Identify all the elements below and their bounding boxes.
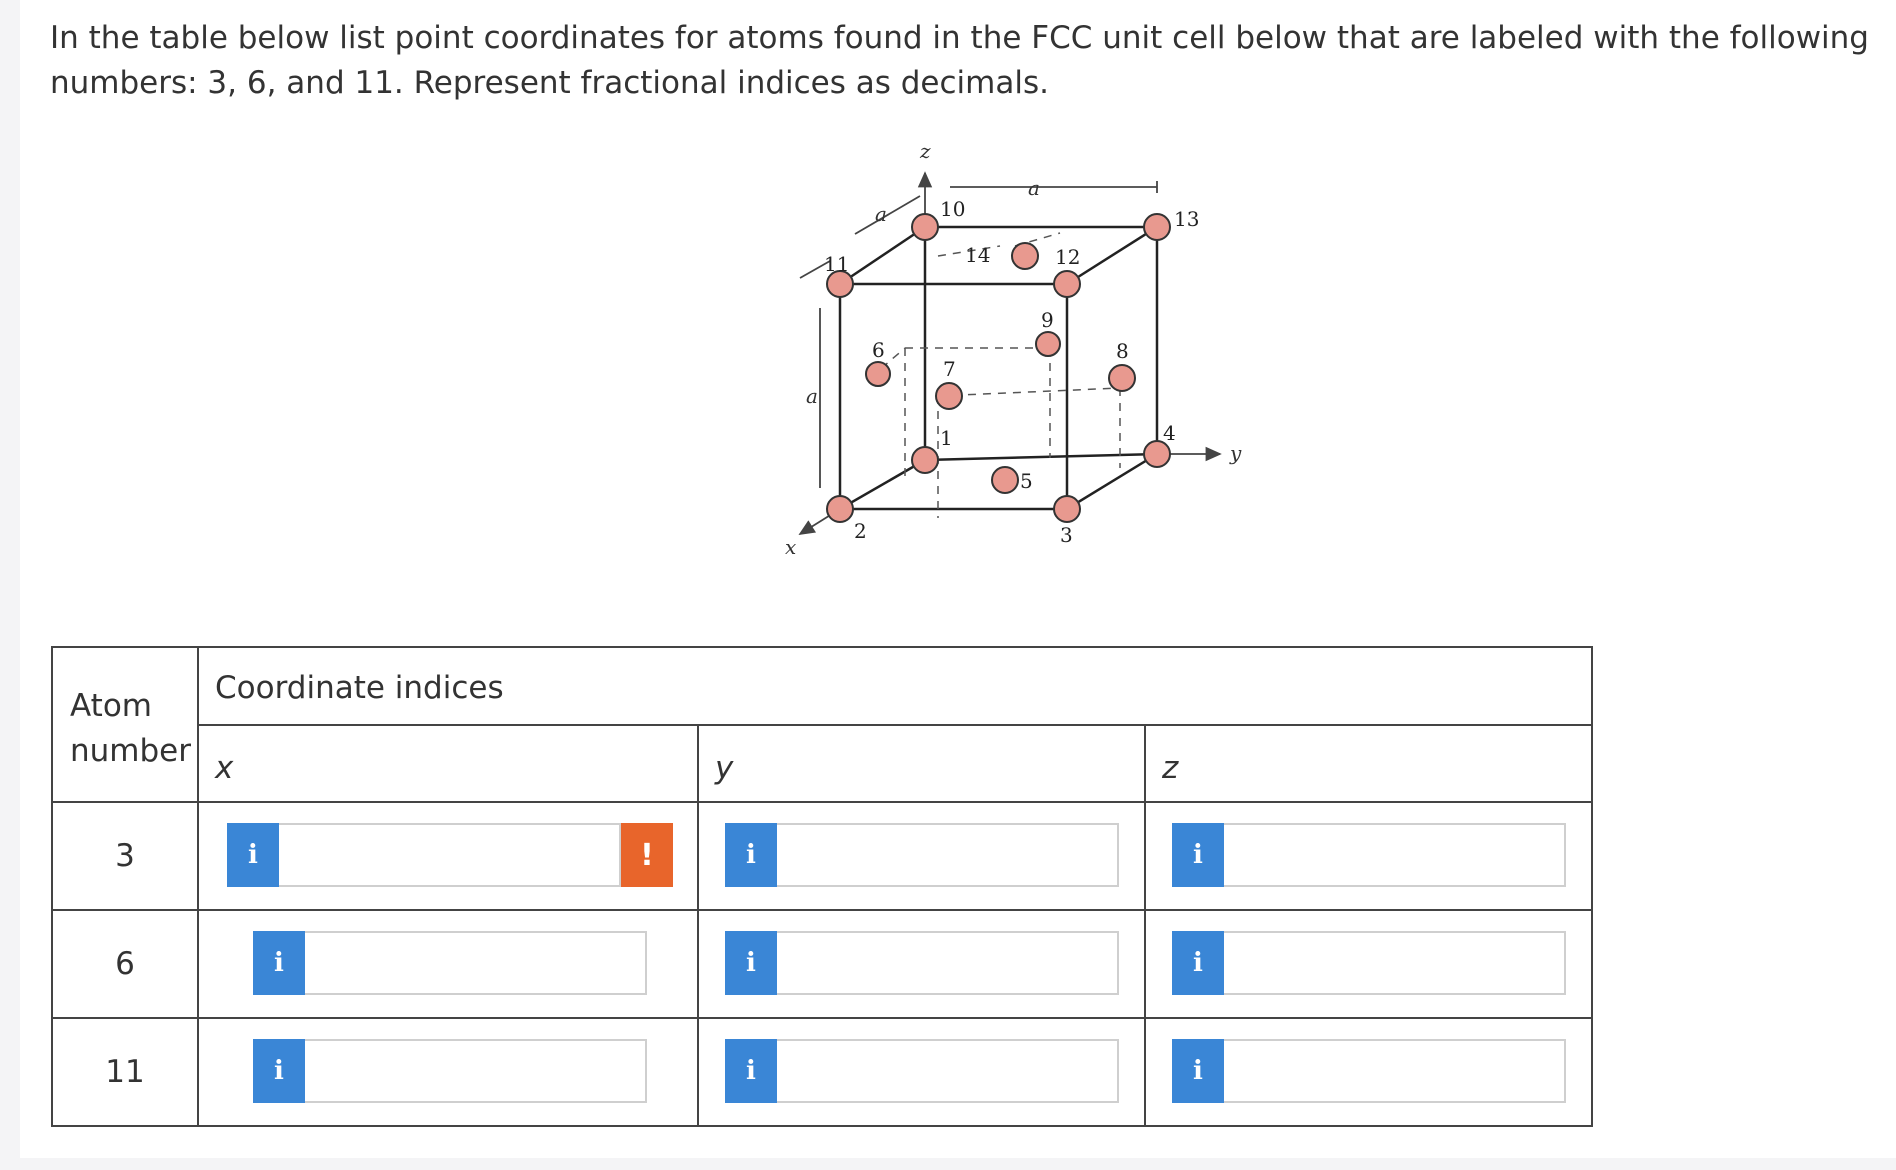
atom-circle xyxy=(991,466,1019,494)
y-axis-label: y xyxy=(1229,441,1242,465)
atom-label-1: 1 xyxy=(940,426,953,450)
info-button[interactable]: i xyxy=(1172,823,1224,887)
x-axis-label: x xyxy=(785,535,796,559)
atom-circle xyxy=(1053,495,1081,523)
atom-circle xyxy=(1143,213,1171,241)
info-button[interactable]: i xyxy=(725,931,777,995)
atom-circle xyxy=(1011,242,1039,270)
z-coordinate-input[interactable] xyxy=(1224,1039,1566,1103)
info-icon: i xyxy=(746,1056,756,1086)
info-icon: i xyxy=(274,948,284,978)
atom-circle xyxy=(1108,364,1136,392)
edge-label-top: a xyxy=(1028,176,1040,200)
z-cell: i xyxy=(1144,1017,1593,1127)
atom-circle xyxy=(1053,270,1081,298)
info-icon: i xyxy=(274,1056,284,1086)
fcc-unit-cell-diagram: 1 2 3 4 5 6 7 8 9 10 11 12 13 14 z y x a… xyxy=(785,139,1242,559)
atom-label-9: 9 xyxy=(1041,308,1054,332)
atom-label-13: 13 xyxy=(1174,207,1199,231)
atom-label-4: 4 xyxy=(1163,421,1176,445)
atom-number-cell: 11 xyxy=(51,1017,199,1127)
z-cell: i xyxy=(1144,909,1593,1019)
atom-label-7: 7 xyxy=(943,357,956,381)
atom-circle xyxy=(911,213,939,241)
z-axis-label: z xyxy=(919,139,931,163)
atom-circle xyxy=(935,382,963,410)
y-coordinate-input[interactable] xyxy=(777,823,1119,887)
info-button[interactable]: i xyxy=(725,1039,777,1103)
x-cell: i xyxy=(197,1017,699,1127)
info-button[interactable]: i xyxy=(253,931,305,995)
info-button[interactable]: i xyxy=(725,823,777,887)
atom-label-10: 10 xyxy=(940,197,965,221)
info-icon: i xyxy=(248,840,258,870)
y-coordinate-input[interactable] xyxy=(777,931,1119,995)
question-panel: In the table below list point coordinate… xyxy=(20,0,1896,1158)
atom-circle xyxy=(865,361,891,387)
info-icon: i xyxy=(1193,1056,1203,1086)
info-button[interactable]: i xyxy=(227,823,279,887)
info-icon: i xyxy=(746,840,756,870)
atom-circle xyxy=(826,495,854,523)
x-cell: i ! xyxy=(197,801,699,911)
atom-label-8: 8 xyxy=(1116,339,1129,363)
info-icon: i xyxy=(746,948,756,978)
x-cell: i xyxy=(197,909,699,1019)
atom-circle xyxy=(911,446,939,474)
atom-number-cell: 3 xyxy=(51,801,199,911)
y-cell: i xyxy=(697,1017,1146,1127)
z-coordinate-input[interactable] xyxy=(1224,931,1566,995)
y-coordinate-input[interactable] xyxy=(777,1039,1119,1103)
atom-label-6: 6 xyxy=(872,338,885,362)
atom-label-12: 12 xyxy=(1055,245,1080,269)
x-coordinate-input[interactable] xyxy=(279,823,621,887)
y-cell: i xyxy=(697,801,1146,911)
y-cell: i xyxy=(697,909,1146,1019)
atom-labels: 1 2 3 4 5 6 7 8 9 10 11 12 13 14 xyxy=(824,197,1199,547)
atom-number-header: Atom number xyxy=(51,646,199,803)
z-cell: i xyxy=(1144,801,1593,911)
atom-label-5: 5 xyxy=(1020,469,1033,493)
x-coordinate-input[interactable] xyxy=(305,1039,647,1103)
info-icon: i xyxy=(1193,948,1203,978)
table-row: 11 i i i xyxy=(51,1017,1593,1127)
coordinate-indices-header: Coordinate indices xyxy=(197,646,1593,726)
atom-label-14: 14 xyxy=(965,243,990,267)
atom-circle xyxy=(1143,440,1171,468)
atom-label-11: 11 xyxy=(824,252,849,276)
info-icon: i xyxy=(1193,840,1203,870)
atom-circle xyxy=(1035,331,1061,357)
info-button[interactable]: i xyxy=(253,1039,305,1103)
x-column-header: x xyxy=(197,724,699,803)
atom-number-cell: 6 xyxy=(51,909,199,1019)
z-coordinate-input[interactable] xyxy=(1224,823,1566,887)
y-column-header: y xyxy=(697,724,1146,803)
table-row: 3 i ! i i xyxy=(51,801,1593,911)
x-coordinate-input[interactable] xyxy=(305,931,647,995)
edge-label-height: a xyxy=(806,384,818,408)
atom-label-2: 2 xyxy=(854,519,867,543)
edge-label-depth: a xyxy=(875,202,887,226)
question-text: In the table below list point coordinate… xyxy=(50,20,1869,101)
warning-icon[interactable]: ! xyxy=(621,823,673,887)
atom-circle xyxy=(826,270,854,298)
atoms xyxy=(826,213,1171,523)
z-column-header: z xyxy=(1144,724,1593,803)
info-button[interactable]: i xyxy=(1172,1039,1224,1103)
table-row: 6 i i i xyxy=(51,909,1593,1019)
answer-table: Atom number Coordinate indices x y z 3 i… xyxy=(51,646,1593,1127)
info-button[interactable]: i xyxy=(1172,931,1224,995)
atom-label-3: 3 xyxy=(1060,523,1073,547)
